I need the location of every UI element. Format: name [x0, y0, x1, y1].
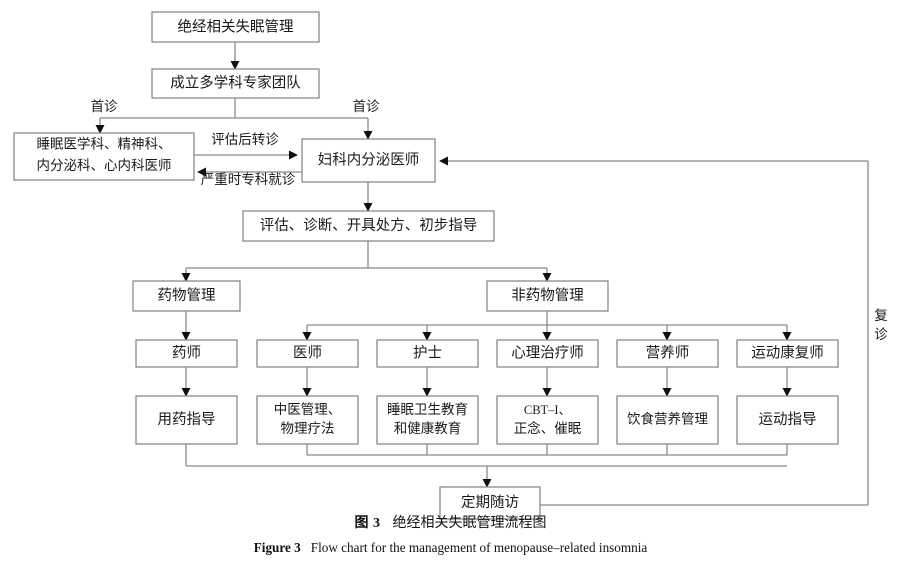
node-drug-management-label: 药物管理: [158, 287, 216, 304]
node-action-medication-guidance-label: 用药指导: [158, 411, 216, 428]
figure-caption-english-text: Flow chart for the management of menopau…: [310, 540, 648, 555]
figure-caption-chinese: 图 3 绝经相关失眠管理流程图: [0, 512, 901, 532]
node-action-tcm-label-line2: 物理疗法: [281, 421, 335, 436]
edge-label-severe-specialist-visit: 严重时专科就诊: [201, 172, 296, 187]
node-role-nurse[interactable]: [376, 339, 479, 368]
node-team-label: 成立多学科专家团队: [170, 74, 301, 91]
node-role-pharmacist-label: 药师: [172, 344, 201, 361]
node-role-physician[interactable]: [256, 339, 359, 368]
node-root-label: 绝经相关失眠管理: [178, 18, 294, 35]
node-action-diet[interactable]: [616, 395, 719, 445]
node-layer: 绝经相关失眠管理 成立多学科专家团队 睡眠医学科、精神科、 内分泌科、心内科医师…: [13, 11, 839, 520]
node-action-diet-label: 饮食营养管理: [627, 411, 708, 427]
node-root[interactable]: [151, 11, 320, 43]
figure-caption-english: Figure 3 Flow chart for the management of…: [0, 540, 901, 556]
node-action-exercise-label: 运动指导: [759, 411, 817, 428]
node-action-cbti-label-line2: 正念、催眠: [514, 420, 582, 436]
node-gyn-endocrine-label: 妇科内分泌医师: [318, 151, 420, 168]
node-role-psychotherapist[interactable]: [496, 339, 599, 368]
connector-layer: [95, 42, 869, 506]
node-assess-label: 评估、诊断、开具处方、初步指导: [260, 217, 478, 234]
node-action-tcm[interactable]: [256, 395, 359, 445]
node-action-exercise[interactable]: [736, 395, 839, 445]
node-team[interactable]: [151, 68, 320, 99]
edge-label-layer: 首诊 首诊 评估后转诊 严重时专科就诊 复 诊: [91, 99, 889, 342]
node-assess[interactable]: [242, 210, 495, 242]
node-action-sleep-education-label-line2: 和健康教育: [394, 420, 462, 436]
figure-caption-english-number: Figure 3: [253, 540, 301, 555]
node-role-exercise-rehab-label: 运动康复师: [751, 343, 824, 361]
node-followup[interactable]: [439, 486, 541, 520]
node-gyn-endocrine[interactable]: [301, 138, 436, 183]
node-role-pharmacist[interactable]: [135, 339, 238, 368]
edge-label-revisit-char2: 诊: [874, 327, 888, 342]
node-action-tcm-label-line1: 中医管理、: [274, 402, 342, 417]
node-role-exercise-rehab[interactable]: [736, 339, 839, 368]
node-action-cbti[interactable]: [496, 395, 599, 445]
figure-caption-chinese-text: 绝经相关失眠管理流程图: [392, 516, 547, 531]
node-specialists-label-line2: 内分泌科、心内科医师: [37, 158, 172, 173]
figure-caption-chinese-number: 图 3: [354, 516, 381, 531]
node-action-cbti-label-line1: CBT–I、: [524, 403, 571, 417]
node-specialists-label-line1: 睡眠医学科、精神科、: [37, 137, 172, 152]
edge-label-refer-after-assessment: 评估后转诊: [211, 132, 279, 147]
node-role-physician-label: 医师: [293, 344, 322, 361]
node-action-sleep-education-label-line1: 睡眠卫生教育: [387, 402, 468, 417]
edge-label-first-visit-right: 首诊: [353, 99, 380, 114]
node-role-nutritionist-label: 营养师: [646, 344, 690, 361]
edge-label-first-visit-left: 首诊: [91, 99, 118, 114]
node-role-psychotherapist-label: 心理治疗师: [511, 344, 584, 361]
node-nondrug-management[interactable]: [486, 280, 609, 312]
node-nondrug-management-label: 非药物管理: [511, 287, 584, 304]
node-drug-management[interactable]: [132, 280, 241, 312]
node-action-medication-guidance[interactable]: [135, 395, 238, 445]
node-specialists[interactable]: [13, 132, 195, 181]
node-role-nurse-label: 护士: [413, 344, 442, 361]
node-action-sleep-education[interactable]: [376, 395, 479, 445]
edge-label-revisit-char1: 复: [874, 307, 888, 323]
node-role-nutritionist[interactable]: [616, 339, 719, 368]
node-followup-label: 定期随访: [461, 494, 519, 511]
